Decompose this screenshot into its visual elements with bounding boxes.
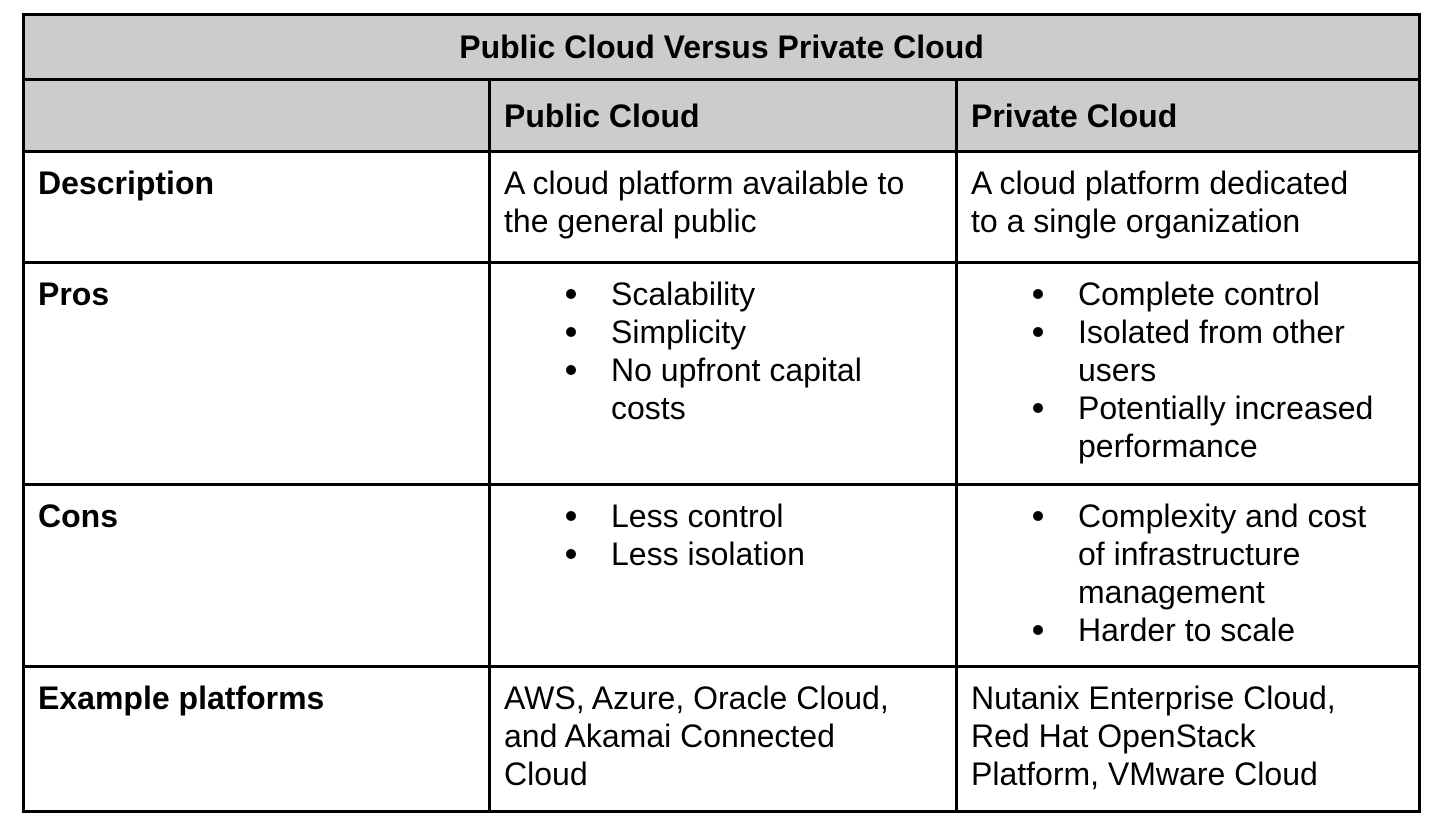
bullet-item: Potentially increased performance xyxy=(971,389,1406,465)
row-label-cons: Cons xyxy=(22,483,491,668)
row-label-pros: Pros xyxy=(22,261,491,486)
bullet-item: Isolated from other users xyxy=(971,313,1406,389)
header-cell-private-cloud: Private Cloud xyxy=(954,78,1422,153)
column-header-row: Public Cloud Private Cloud xyxy=(22,78,1422,153)
header-cell-blank xyxy=(22,78,491,153)
bullet-item: Harder to scale xyxy=(971,611,1406,649)
cell-example-platforms-private: Nutanix Enterprise Cloud, Red Hat OpenSt… xyxy=(954,665,1422,813)
cell-description-public: A cloud platform available to the genera… xyxy=(488,150,958,264)
cell-example-platforms-public: AWS, Azure, Oracle Cloud, and Akamai Con… xyxy=(488,665,958,813)
title-row: Public Cloud Versus Private Cloud xyxy=(21,13,1422,81)
bullet-item: Complete control xyxy=(971,275,1406,313)
bullet-item: Complexity and cost of infrastructure ma… xyxy=(971,497,1406,611)
bullet-item: Less control xyxy=(504,497,943,535)
header-cell-public-cloud: Public Cloud xyxy=(488,78,958,153)
comparison-table: Public Cloud Versus Private Cloud Public… xyxy=(21,13,1422,813)
cell-cons-private: Complexity and cost of infrastructure ma… xyxy=(954,483,1422,668)
table-body: Public Cloud Versus Private Cloud Public… xyxy=(21,13,1422,813)
bullet-item: Simplicity xyxy=(504,313,943,351)
bullet-item: Less isolation xyxy=(504,535,943,573)
bullet-list-cons-private: Complexity and cost of infrastructure ma… xyxy=(971,497,1406,649)
row-label-description: Description xyxy=(22,150,491,264)
row-label-example-platforms: Example platforms xyxy=(22,665,491,813)
bullet-item: Scalability xyxy=(504,275,943,313)
table-title: Public Cloud Versus Private Cloud xyxy=(21,13,1422,81)
cell-description-private: A cloud platform dedicated to a single o… xyxy=(954,150,1422,264)
bullet-item: No upfront capital costs xyxy=(504,351,943,427)
